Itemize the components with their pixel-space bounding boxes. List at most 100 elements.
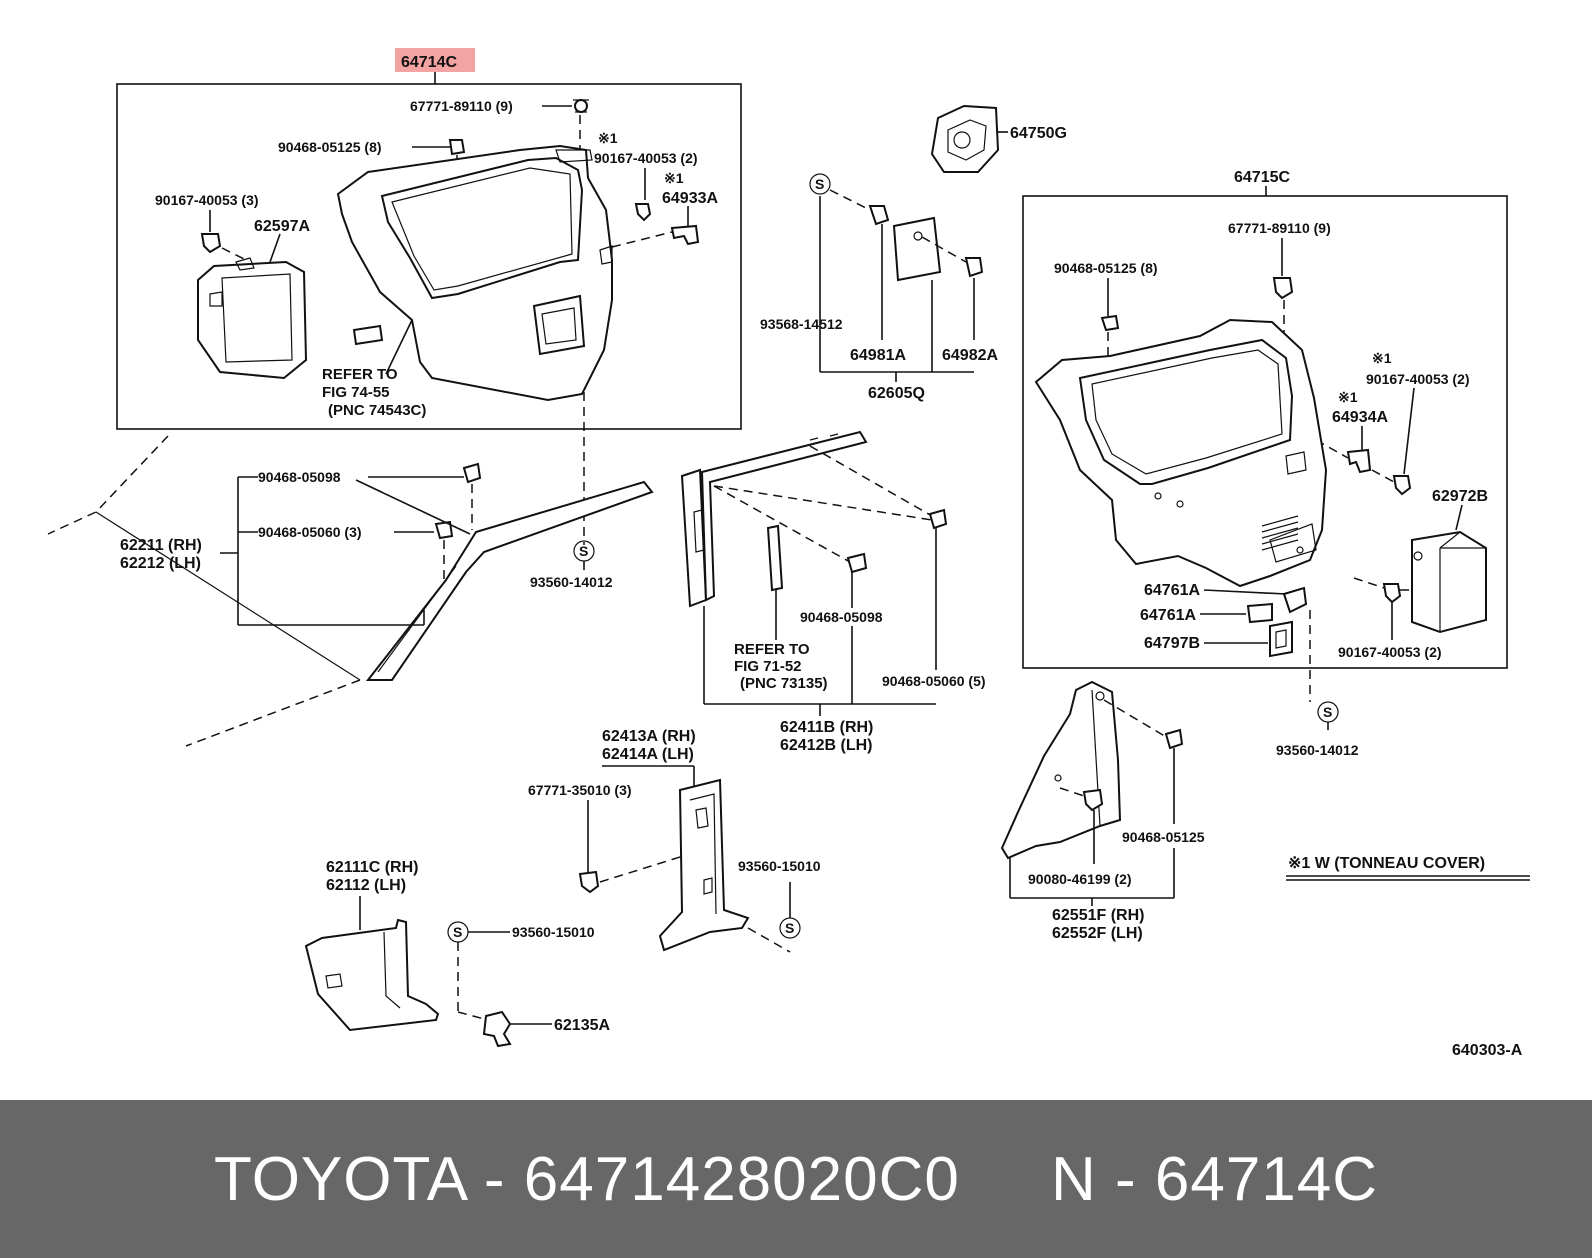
clip-90468-05125-b	[1100, 314, 1120, 332]
label-62551f[interactable]: 62551F (RH)	[1052, 907, 1144, 924]
label-93560-15010-b[interactable]: 93560-15010	[512, 924, 595, 940]
label-plate	[352, 324, 384, 346]
screw-90167-40053-2c	[1382, 583, 1402, 604]
label-64797b[interactable]: 64797B	[1144, 635, 1200, 652]
group-frame-64715c	[1022, 195, 1508, 669]
label-62135a[interactable]: 62135A	[554, 1017, 610, 1034]
label-62212[interactable]: 62212 (LH)	[120, 555, 201, 572]
figure-id: 640303-A	[1452, 1042, 1523, 1059]
clip-90468-05125-c	[1164, 728, 1184, 750]
clip-90468-05060-5	[928, 508, 948, 530]
clip-62135a	[482, 1010, 512, 1048]
label-64761a-b[interactable]: 64761A	[1140, 607, 1196, 624]
label-90468-05098-b[interactable]: 90468-05098	[800, 609, 883, 625]
label-62597a[interactable]: 62597A	[254, 218, 310, 235]
label-62111c[interactable]: 62111C (RH)	[326, 859, 419, 876]
label-90468-05060-5[interactable]: 90468-05060 (5)	[882, 673, 986, 689]
label-90167-40053-2a[interactable]: 90167-40053 (2)	[594, 150, 698, 166]
bracket-64934a	[1346, 448, 1372, 474]
roof-side-rail-62411b	[680, 430, 868, 608]
label-67771-89110-a[interactable]: 67771-89110 (9)	[410, 98, 513, 114]
label-93560-15010-a[interactable]: 93560-15010	[738, 858, 821, 874]
label-62411b[interactable]: 62411B (RH)	[780, 719, 873, 736]
label-90167-40053-3[interactable]: 90167-40053 (3)	[155, 192, 259, 208]
exploded-parts-diagram: 64714C 67771-89110 (9) 90468-05125 (8) ※…	[47, 48, 1530, 1059]
s-mark-1: S	[809, 173, 831, 195]
wheel-house-trim-62551f	[1000, 680, 1122, 860]
label-90468-05060-3[interactable]: 90468-05060 (3)	[258, 524, 362, 540]
pillar-garnish-62211	[365, 480, 654, 681]
label-67771-89110-b[interactable]: 67771-89110 (9)	[1228, 220, 1331, 236]
screw-90167-40053-2a	[634, 203, 652, 222]
label-67771-35010[interactable]: 67771-35010 (3)	[528, 782, 632, 798]
label-64982a[interactable]: 64982A	[942, 347, 998, 364]
back-door-trim-panel-64715c	[1034, 318, 1328, 588]
label-64933a[interactable]: 64933A	[662, 190, 718, 207]
label-64981a[interactable]: 64981A	[850, 347, 906, 364]
label-62211[interactable]: 62211 (RH)	[120, 537, 202, 554]
screw-90167-40053-3	[200, 233, 222, 254]
label-62414a[interactable]: 62414A (LH)	[602, 746, 694, 763]
highlight-64714c-box	[395, 48, 475, 72]
plate-64797b	[1269, 620, 1293, 658]
label-62412b[interactable]: 62412B (LH)	[780, 737, 872, 754]
pad-64761a-b	[1246, 602, 1273, 624]
label-62413a[interactable]: 62413A (RH)	[602, 728, 696, 745]
refer-note-2-line1: REFER TO	[734, 641, 810, 658]
pad-64761a-a	[1282, 586, 1308, 614]
label-90468-05125-a[interactable]: 90468-05125 (8)	[278, 139, 382, 155]
label-93560-14012-b[interactable]: 93560-14012	[1276, 742, 1359, 758]
storage-box-62597a	[197, 257, 308, 380]
clip-64982a	[964, 257, 984, 278]
screw-90167-40053-2b	[1392, 475, 1412, 496]
refer-note-1-line2: FIG 74-55	[322, 384, 390, 401]
label-64761a-a[interactable]: 64761A	[1144, 582, 1200, 599]
body-outline-line-2	[185, 679, 361, 747]
label-star1-c: ※1	[1372, 350, 1392, 366]
label-64750g[interactable]: 64750G	[1010, 125, 1067, 142]
label-93568-14512[interactable]: 93568-14512	[760, 316, 843, 332]
refer-note-1-line1: REFER TO	[322, 366, 398, 383]
s-mark-4: S	[779, 917, 801, 939]
label-62972b[interactable]: 62972B	[1432, 488, 1488, 505]
label-90468-05098-a[interactable]: 90468-05098	[258, 469, 341, 485]
trim-strip	[766, 524, 784, 592]
label-90080-46199[interactable]: 90080-46199 (2)	[1028, 871, 1132, 887]
label-64715c[interactable]: 64715C	[1234, 169, 1290, 186]
clip-90468-05098-b	[846, 552, 868, 574]
clip-90468-05125-a	[448, 139, 466, 156]
clip-90080-46199	[1082, 788, 1104, 812]
label-90468-05125-c[interactable]: 90468-05125	[1122, 829, 1205, 845]
handle-64750g	[930, 104, 1000, 173]
label-90167-40053-2c[interactable]: 90167-40053 (2)	[1338, 644, 1442, 660]
label-62112[interactable]: 62112 (LH)	[326, 877, 406, 894]
label-62605q[interactable]: 62605Q	[868, 385, 925, 402]
refer-note-2-line3: (PNC 73135)	[740, 675, 828, 692]
clip-67771-35010	[578, 870, 600, 894]
clip-90468-05098-a	[462, 462, 482, 484]
label-64714c[interactable]: 64714C	[401, 54, 457, 71]
cover-64981a	[892, 216, 942, 282]
footer-banner: TOYOTA - 6471428020C0 N - 64714C	[0, 1100, 1592, 1258]
s-mark-2: S	[1317, 701, 1339, 723]
footer-part-info: TOYOTA - 6471428020C0 N - 64714C	[213, 1144, 1379, 1214]
label-star1-a: ※1	[598, 130, 618, 146]
center-pillar-garnish-62413a	[658, 778, 750, 952]
clip-67771-89110-b	[1272, 277, 1294, 300]
svg-text:S: S	[579, 543, 588, 559]
quarter-trim-panel-64714c	[336, 144, 613, 402]
svg-text:S: S	[815, 176, 824, 192]
label-62552f[interactable]: 62552F (LH)	[1052, 925, 1143, 942]
clip-67771-89110-a	[573, 99, 589, 113]
label-star1-b: ※1	[664, 170, 684, 186]
svg-text:S: S	[1323, 704, 1332, 720]
label-93560-14012-a[interactable]: 93560-14012	[530, 574, 613, 590]
refer-note-1-line3: (PNC 74543C)	[328, 402, 426, 419]
s-mark-5: S	[447, 921, 469, 943]
label-90167-40053-2b[interactable]: 90167-40053 (2)	[1366, 371, 1470, 387]
scuff-plate-62111c	[304, 918, 440, 1032]
label-64934a[interactable]: 64934A	[1332, 409, 1388, 426]
label-90468-05125-b[interactable]: 90468-05125 (8)	[1054, 260, 1158, 276]
bracket-62972b	[1411, 530, 1487, 634]
